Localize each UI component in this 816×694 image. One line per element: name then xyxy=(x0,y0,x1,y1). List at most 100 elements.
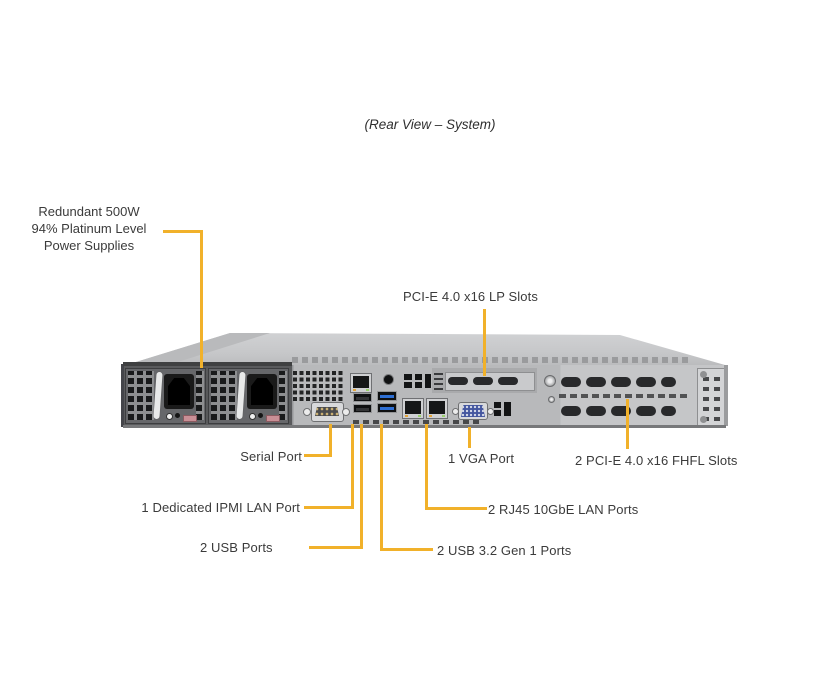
io-connector-h xyxy=(504,402,511,416)
fhfl-vent xyxy=(661,377,676,387)
end-panel-vents-2 xyxy=(714,373,720,421)
psu2-vent-grid xyxy=(211,371,237,420)
io-connector-b xyxy=(404,382,412,388)
leader-ipmi-horizontal xyxy=(304,506,354,509)
chassis-end-panel xyxy=(697,368,726,426)
leader-serial-vertical xyxy=(329,424,332,457)
leader-lp-slots xyxy=(483,309,486,376)
chassis-left-edge xyxy=(121,364,124,427)
io-connector-e xyxy=(425,374,431,388)
usb2-top-tongue xyxy=(356,397,369,400)
lan2-jack xyxy=(429,401,445,414)
psu-callout-label: Redundant 500W 94% Platinum Level Power … xyxy=(10,203,168,254)
small-screw xyxy=(548,396,555,403)
lan1-jack xyxy=(405,401,421,414)
psu1-handle xyxy=(153,371,163,420)
io-connector-g xyxy=(494,410,501,416)
fhfl-vent xyxy=(611,377,631,387)
end-panel-screw-bottom xyxy=(700,416,707,423)
end-panel-screw-top xyxy=(700,371,707,378)
usb-label: 2 USB Ports xyxy=(200,540,273,555)
psu-label-line1: Redundant 500W xyxy=(38,204,140,219)
psu1-status-led xyxy=(166,413,173,420)
psu2-handle xyxy=(236,371,246,420)
psu2-button xyxy=(258,413,263,418)
serial-port xyxy=(303,401,350,422)
io-connector-d xyxy=(415,382,422,388)
ipmi-lan-port xyxy=(350,373,372,393)
serial-port-pins xyxy=(315,407,339,416)
fhfl-vent xyxy=(636,406,656,416)
bottom-vent-dashes xyxy=(353,420,481,424)
psu1-release-latch xyxy=(183,415,197,422)
leader-serial-horizontal xyxy=(304,454,332,457)
fhfl-vent xyxy=(636,377,656,387)
lp-bracket-vents xyxy=(434,371,443,390)
psu-module-1 xyxy=(125,368,206,424)
psu-label-line3: Power Supplies xyxy=(43,238,135,253)
lp-slots-label: PCI-E 4.0 x16 LP Slots xyxy=(403,289,538,304)
fhfl-vent xyxy=(611,406,631,416)
leader-vga xyxy=(468,427,471,448)
leader-usb-horizontal xyxy=(309,546,363,549)
usb3-bottom-tongue xyxy=(380,407,394,410)
lid-vent-dashes xyxy=(292,357,692,363)
io-connector-c xyxy=(415,374,422,380)
leader-psu-vertical xyxy=(200,230,203,368)
usb32-label: 2 USB 3.2 Gen 1 Ports xyxy=(437,543,572,558)
vga-connector xyxy=(461,405,485,417)
rj45-label: 2 RJ45 10GbE LAN Ports xyxy=(488,502,639,517)
leader-fhfl xyxy=(626,399,629,449)
io-connector-a xyxy=(404,374,412,380)
round-port-hole xyxy=(383,374,394,385)
psu-module-2 xyxy=(208,368,289,424)
io-connector-f xyxy=(494,402,501,408)
ipmi-lan-jack xyxy=(353,376,369,388)
leader-usb3-horizontal xyxy=(380,548,433,551)
psu2-status-led xyxy=(249,413,256,420)
fhfl-vent xyxy=(561,406,581,416)
server-chassis-illustration xyxy=(120,330,732,432)
usb2-bottom-tongue xyxy=(356,408,369,411)
diagram-title: (Rear View – System) xyxy=(364,117,496,132)
chassis-bottom-edge xyxy=(123,425,726,428)
leader-usb3-vertical xyxy=(380,424,383,551)
fhfl-vent xyxy=(586,377,606,387)
lan-port-2 xyxy=(426,398,448,419)
fhfl-slot-row-top xyxy=(561,377,676,387)
leader-ipmi-vertical xyxy=(351,424,354,509)
lan2-led-left xyxy=(429,415,432,417)
psu1-vent-strip xyxy=(196,371,204,420)
psu1-vent-grid xyxy=(128,371,154,420)
lp-slot-cutouts xyxy=(448,377,518,385)
psu2-ac-inlet xyxy=(247,374,277,409)
psu2-release-latch xyxy=(266,415,280,422)
end-panel-vents-1 xyxy=(703,373,709,421)
serial-port-shell xyxy=(311,402,344,422)
fhfl-vent xyxy=(561,377,581,387)
vga-port xyxy=(452,402,494,420)
usb2-port-bottom xyxy=(353,404,372,413)
serial-port-label: Serial Port xyxy=(240,449,302,464)
usb3-port-top xyxy=(377,391,397,401)
lp-slot-cutout xyxy=(473,377,493,385)
psu-bay-top-rail xyxy=(123,362,292,366)
lan2-led-right xyxy=(442,415,445,417)
leader-rj45-vertical xyxy=(425,424,428,510)
fhfl-label: 2 PCI-E 4.0 x16 FHFL Slots xyxy=(575,453,738,468)
usb2-port-top xyxy=(353,393,372,402)
lan1-led-right xyxy=(418,415,421,417)
lp-slot-cutout xyxy=(448,377,468,385)
psu2-vent-strip xyxy=(279,371,287,420)
leader-rj45-horizontal xyxy=(425,507,487,510)
lan1-led-left xyxy=(405,415,408,417)
psu1-ac-inlet xyxy=(164,374,194,409)
leader-psu-horizontal xyxy=(163,230,203,233)
fhfl-divider-dashes xyxy=(559,394,691,398)
ipmi-lan-led-left xyxy=(353,389,356,391)
lp-slot-cutout xyxy=(498,377,518,385)
fhfl-vent xyxy=(586,406,606,416)
thumbscrew xyxy=(544,375,556,387)
lan-port-1 xyxy=(402,398,424,419)
